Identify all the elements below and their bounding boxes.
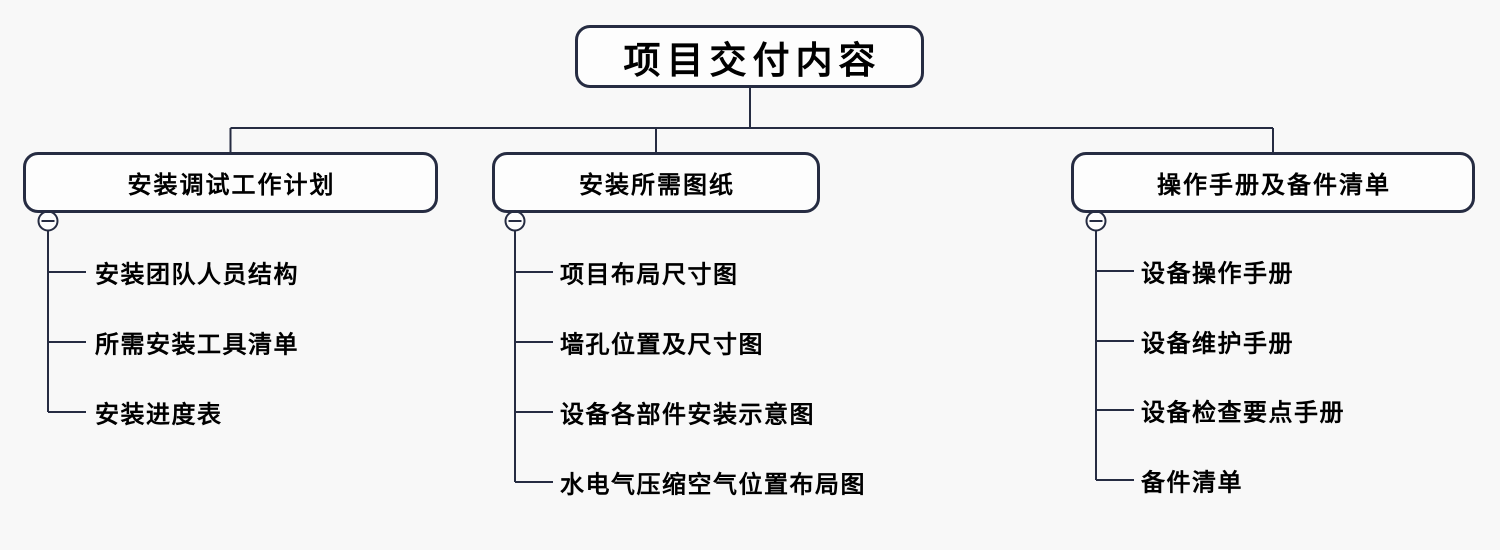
connector-branch2-children [514,231,553,483]
connector-branch3-children [1095,231,1134,481]
child-node[interactable]: 所需安装工具清单 [95,331,299,359]
child-node[interactable]: 设备检查要点手册 [1141,399,1345,427]
collapse-toggle-branch1[interactable] [37,210,59,232]
child-node[interactable]: 设备维护手册 [1141,330,1294,358]
child-node[interactable]: 项目布局尺寸图 [560,261,739,289]
child-node[interactable]: 安装团队人员结构 [95,261,299,289]
collapse-toggle-branch2[interactable] [504,210,526,232]
child-node[interactable]: 备件清单 [1141,469,1243,497]
child-node[interactable]: 设备各部件安装示意图 [560,401,815,429]
child-node[interactable]: 墙孔位置及尺寸图 [560,331,764,359]
child-node[interactable]: 水电气压缩空气位置布局图 [560,471,866,499]
root-node[interactable]: 项目交付内容 [575,25,924,88]
branch-node-1[interactable]: 安装调试工作计划 [23,152,438,213]
branch-node-2[interactable]: 安装所需图纸 [492,152,820,213]
child-node[interactable]: 安装进度表 [95,401,223,429]
child-node[interactable]: 设备操作手册 [1141,260,1294,288]
collapse-toggle-branch3[interactable] [1085,210,1107,232]
connector-branch1-children [47,231,86,413]
branch-node-3[interactable]: 操作手册及备件清单 [1071,152,1475,213]
